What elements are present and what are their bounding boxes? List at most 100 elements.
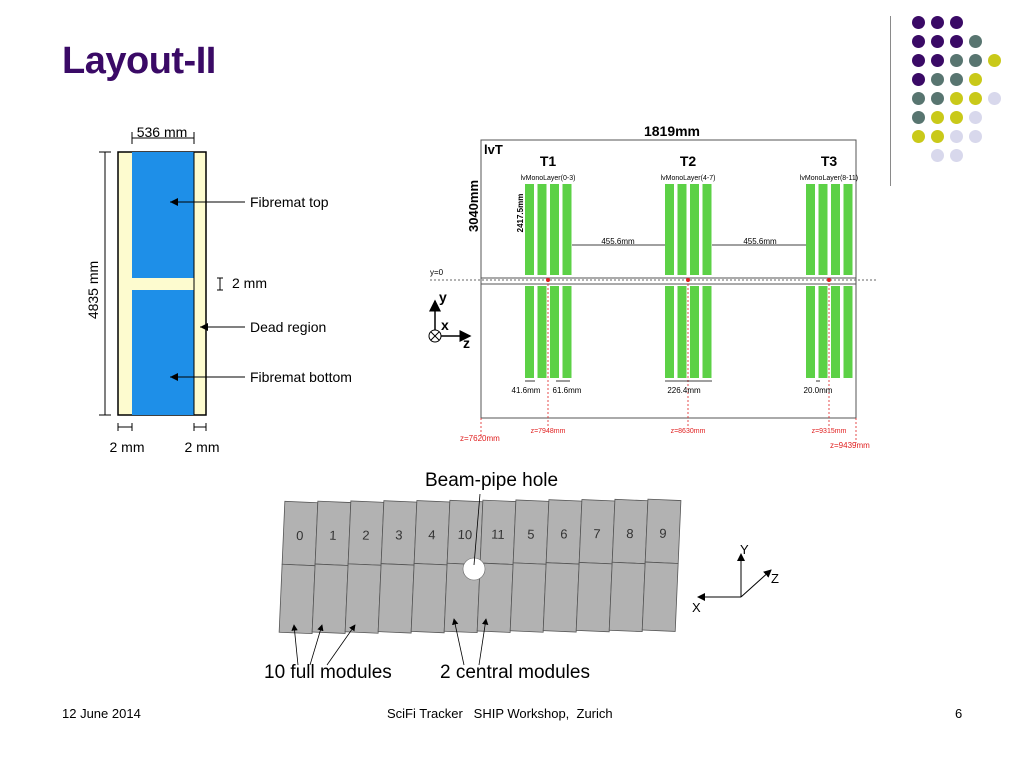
station-z-3: z=9315mm <box>812 428 847 435</box>
lvT-box <box>480 139 857 419</box>
footer-date: 12 June 2014 <box>62 706 141 721</box>
mono-layer-lower <box>690 286 699 378</box>
module-6: 6 <box>542 499 583 633</box>
module-label: 2 <box>362 527 370 542</box>
mono-layer-lower <box>525 286 534 378</box>
module-2: 2 <box>344 500 385 634</box>
station-layers-1: lvMonoLayer(0-3) <box>521 175 576 182</box>
spacing-label-2: 455.6mm <box>743 237 777 246</box>
mono-layer-upper <box>843 184 853 275</box>
decor-dot <box>950 130 963 143</box>
width-label: 536 mm <box>137 124 188 140</box>
decor-dot <box>912 16 925 29</box>
stations: T1lvMonoLayer(0-3)z=7948mmT2lvMonoLayer(… <box>521 153 859 435</box>
full-modules-label: 10 full modules <box>264 662 392 683</box>
mono-layer-upper <box>537 184 547 275</box>
decor-dot <box>969 54 982 67</box>
decor-dot <box>931 54 944 67</box>
decor-dot <box>912 92 925 105</box>
axis-y-label: y <box>439 289 447 305</box>
decor-dot <box>931 92 944 105</box>
mono-layer-lower <box>818 286 828 378</box>
module-11: 11 <box>476 499 517 633</box>
module-label: 7 <box>593 526 601 541</box>
decor-dot <box>969 111 982 124</box>
station-name-3: T3 <box>821 153 838 169</box>
station-name-2: T2 <box>680 153 697 169</box>
height-label: 4835 mm <box>85 261 101 319</box>
decor-dot <box>950 149 963 162</box>
module-label: 11 <box>491 527 505 543</box>
decor-dot <box>988 92 1001 105</box>
z-end-label: z=9439mm <box>830 441 870 450</box>
layer-height-label: 2417.5mm <box>516 194 525 233</box>
decor-dot <box>950 35 963 48</box>
mono-layer-upper <box>677 184 687 275</box>
module-label: 6 <box>560 526 568 541</box>
decor-dot <box>912 54 925 67</box>
module-10: 10 <box>443 499 484 634</box>
module-3: 3 <box>377 500 418 634</box>
decor-dot <box>931 73 944 86</box>
layer-gap-label: 61.6mm <box>553 386 582 395</box>
station-width-label: 226.4mm <box>667 386 701 395</box>
module-1: 1 <box>311 500 352 634</box>
station-z-1: z=7948mm <box>531 428 566 435</box>
mono-layer-lower <box>702 286 712 378</box>
mono-layer-lower <box>665 286 674 378</box>
station-z-2: z=8630mm <box>671 428 706 435</box>
z-start-label: z=7620mm <box>460 434 500 443</box>
mono-layer-lower <box>550 286 559 378</box>
layer-width-label: 41.6mm <box>512 386 541 395</box>
decor-dot <box>988 54 1001 67</box>
module-label: 1 <box>329 528 337 543</box>
decor-dot <box>950 16 963 29</box>
decor-dot <box>931 16 944 29</box>
axis-Y-label: Y <box>740 542 749 557</box>
mono-layer-upper <box>550 184 559 275</box>
mono-layer-upper <box>818 184 828 275</box>
decor-dot <box>912 73 925 86</box>
module-label: 10 <box>457 527 472 543</box>
axis-x-label: x <box>441 317 449 333</box>
decor-dot <box>969 130 982 143</box>
total-width-label: 1819mm <box>644 123 700 139</box>
mono-layer-upper <box>690 184 699 275</box>
footer-page-number: 6 <box>955 706 963 721</box>
decor-dot <box>969 73 982 86</box>
mono-layer-lower <box>806 286 815 378</box>
module-4: 4 <box>410 500 451 634</box>
module-5: 5 <box>509 499 550 633</box>
mono-layer-lower <box>831 286 840 378</box>
footer-title: SciFi Tracker SHIP Workshop, Zurich <box>387 706 613 721</box>
decor-dot <box>950 92 963 105</box>
decor-dot <box>912 130 925 143</box>
mono-layer-upper <box>806 184 815 275</box>
mono-layer-lower <box>562 286 572 378</box>
beam-pipe-label: Beam-pipe hole <box>425 470 558 491</box>
decor-dot <box>931 111 944 124</box>
module-7: 7 <box>575 499 616 633</box>
module-0: 0 <box>278 500 319 635</box>
fibremat-diagram: 536 mm 4835 mm Fibremat top 2 mm Dead re… <box>85 124 352 455</box>
mono-layer-upper <box>831 184 840 275</box>
height-label: 3040mm <box>466 180 481 232</box>
module-label: 3 <box>395 527 403 542</box>
axis-z-label: z <box>463 335 470 351</box>
right-margin-label: 2 mm <box>185 439 220 455</box>
dead-region-label: Dead region <box>250 319 326 335</box>
axis-Z-label: Z <box>771 571 779 586</box>
fibremat-top <box>132 152 194 278</box>
decor-dot <box>912 35 925 48</box>
fibremat-top-label: Fibremat top <box>250 194 329 210</box>
decor-dot <box>931 149 944 162</box>
module-label: 8 <box>626 526 634 541</box>
central-modules-label: 2 central modules <box>440 662 590 683</box>
station-name-1: T1 <box>540 153 557 169</box>
spacing-label-1: 455.6mm <box>601 237 635 246</box>
t3-gap-label: 20.0mm <box>804 386 833 395</box>
mono-layer-lower <box>537 286 547 378</box>
mono-layer-upper <box>562 184 572 275</box>
axis-X-label: X <box>692 600 701 615</box>
